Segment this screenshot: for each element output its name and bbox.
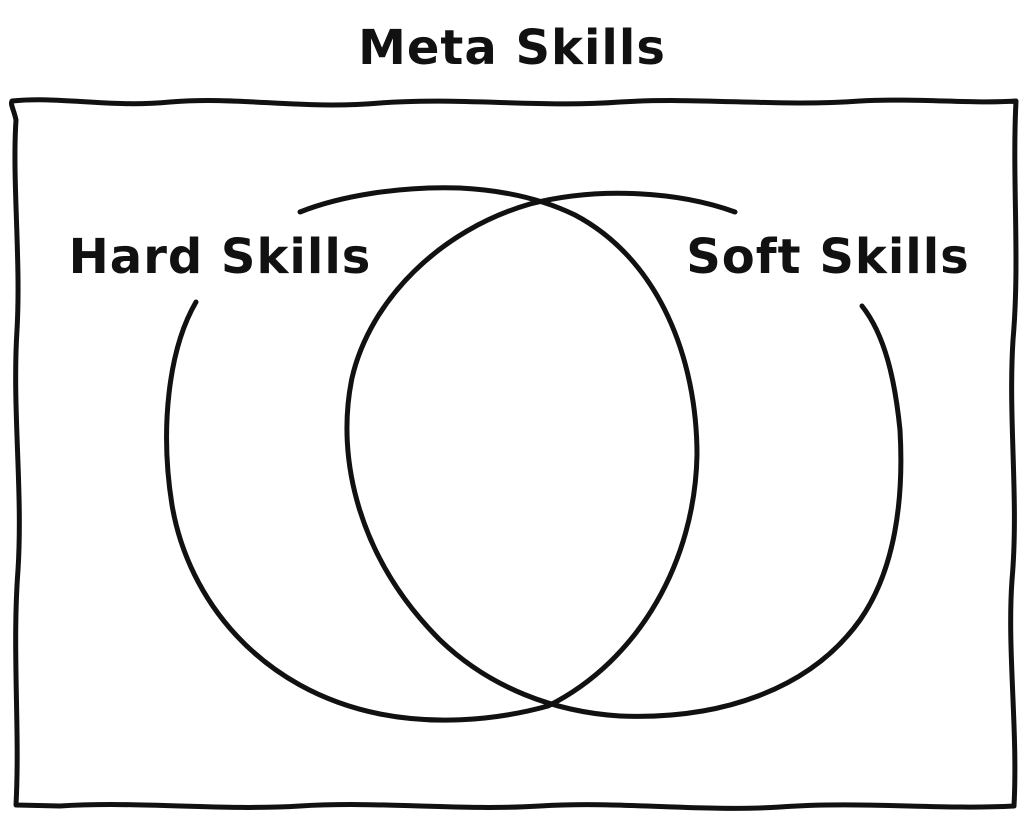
- soft-skills-label: Soft Skills: [686, 229, 970, 285]
- diagram-title: Meta Skills: [358, 20, 666, 76]
- hard-skills-circle: [164, 185, 700, 723]
- hard-skills-label: Hard Skills: [69, 229, 372, 285]
- soft-skills-circle: [344, 190, 904, 719]
- meta-skills-frame: [9, 97, 1019, 811]
